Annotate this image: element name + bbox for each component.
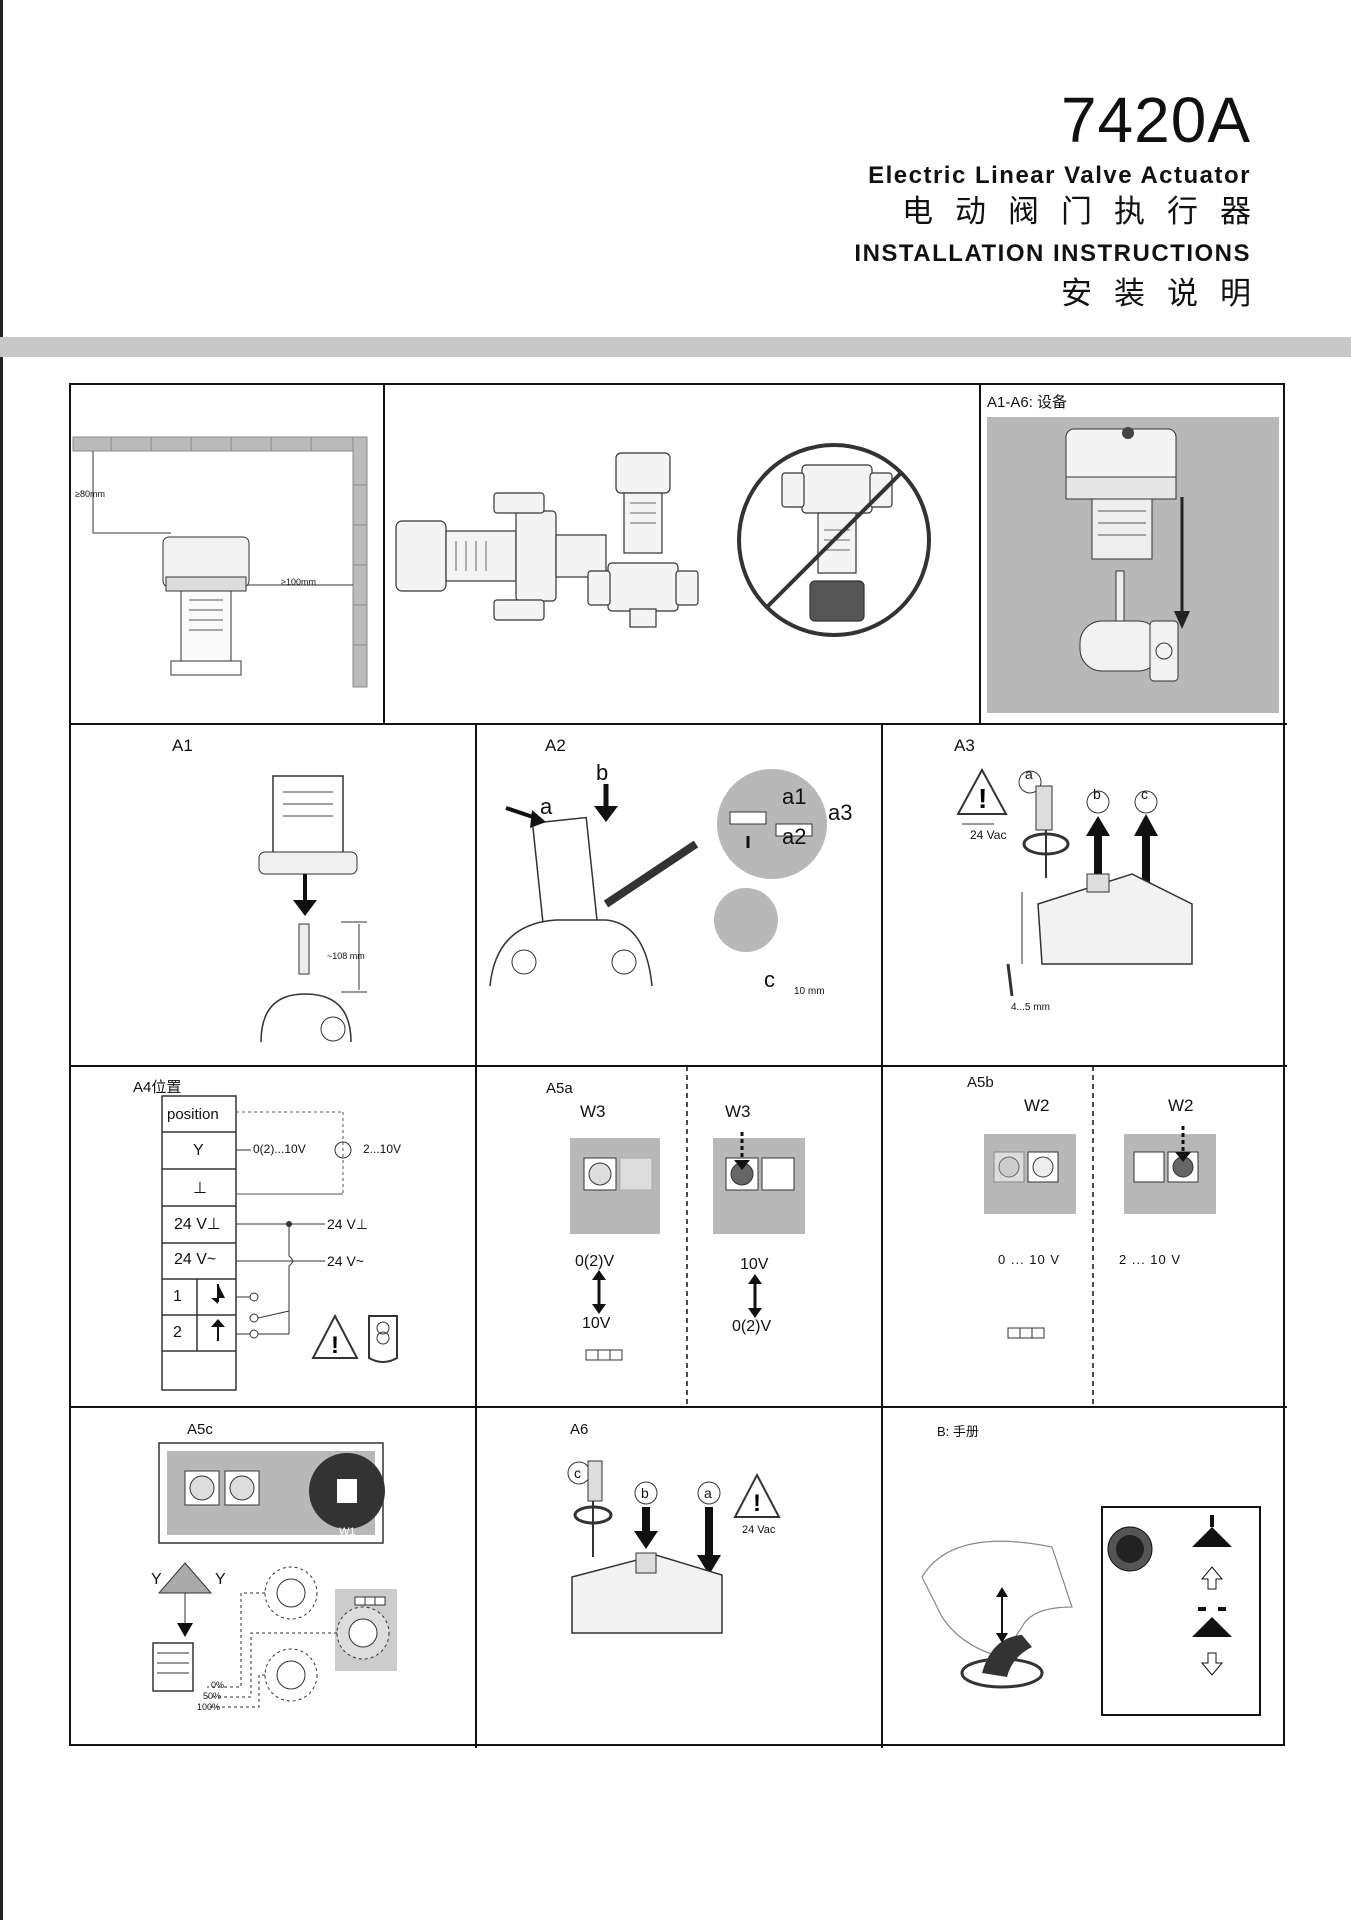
step-a6-label: A6 — [570, 1421, 589, 1438]
step-a5a-drawing — [570, 1132, 805, 1361]
step-a5a-panel: A5a W3 W3 0(2)V 10V 10V 0(2)V — [476, 1066, 882, 1407]
a5c-y-left: Y — [151, 1571, 162, 1588]
a5c-p50: 50% — [203, 1691, 222, 1701]
a5a-right-bottom: 0(2)V — [732, 1318, 772, 1335]
step-a3-b: b — [1093, 786, 1101, 802]
step-a6-b: b — [641, 1485, 649, 1501]
step-a1-label: A1 — [172, 736, 193, 755]
step-a3-label: A3 — [954, 736, 975, 755]
grid-lines — [71, 385, 1287, 1748]
step-a5b-label: A5b — [967, 1074, 994, 1091]
step-a1-drawing — [258, 775, 367, 1043]
step-a5b-panel: A5b W2 W2 0 ... 10 V 2 ... 10 V — [882, 1066, 1287, 1407]
step-a3-panel: A3 ! 24 Vac 4...5 mm a b c — [882, 724, 1287, 1066]
clearance-side-label: ≥100mm — [281, 577, 316, 587]
orientation-drawing — [395, 443, 931, 637]
warning-icon — [733, 1472, 781, 1518]
a4-row-1: 1 — [173, 1288, 182, 1305]
a4-row-position: position — [167, 1106, 219, 1123]
clearance-drawing — [72, 436, 368, 688]
manual-operation-drawing — [921, 1506, 1261, 1716]
clearance-top-label: ≥80mm — [75, 489, 105, 499]
step-a5a-label: A5a — [546, 1080, 573, 1097]
step-a5c-label: A5c — [187, 1421, 213, 1438]
step-a6-drawing: ! — [567, 1460, 781, 1634]
a5a-left-bottom: 10V — [582, 1315, 611, 1332]
a5a-left-top: 0(2)V — [575, 1253, 615, 1270]
step-a4-label: A4位置 — [133, 1079, 182, 1096]
header-divider-band — [0, 337, 1351, 357]
a4-row-2: 2 — [173, 1324, 182, 1341]
step-a3-a: a — [1025, 766, 1033, 782]
a4-out-24vac: 24 V~ — [327, 1253, 364, 1269]
a5b-left-range: 0 ... 10 V — [998, 1252, 1061, 1267]
step-a2-panel: A2 a b c a1 a2 a3 10 mm — [476, 724, 882, 1066]
a5c-y-right: Y — [215, 1571, 226, 1588]
step-a2-c: c — [764, 967, 775, 992]
step-a6-a: a — [704, 1485, 712, 1501]
a5a-right-title: W3 — [725, 1102, 751, 1121]
step-a4-panel: A4位置 — [71, 1066, 476, 1407]
gauge-icon — [334, 1141, 352, 1159]
step-a2-drawing — [489, 769, 827, 987]
step-a2-inset-a3: a3 — [828, 800, 853, 825]
manual-operation-label: B: 手册 — [937, 1424, 979, 1439]
a5a-left-title: W3 — [580, 1102, 606, 1121]
step-a5c-panel: A5c — [71, 1407, 476, 1748]
instruction-grid: ≥80mm ≥100mm — [69, 383, 1287, 1748]
step-a1-panel: A1 ~108 mm — [71, 724, 476, 1066]
a5b-left-title: W2 — [1024, 1096, 1050, 1115]
step-a2-inset-a1: a1 — [782, 784, 807, 809]
a5b-right-title: W2 — [1168, 1096, 1194, 1115]
a4-out-24vdc: 24 V⊥ — [327, 1216, 368, 1232]
step-a2-b: b — [596, 760, 609, 785]
a4-row-24vac: 24 V~ — [174, 1251, 217, 1268]
a5c-p100: 100% — [197, 1702, 221, 1712]
orientation-panel — [384, 385, 980, 724]
svg-text:!: ! — [753, 1490, 761, 1517]
warning-icon — [311, 1313, 359, 1359]
a5b-right-range: 2 ... 10 V — [1119, 1252, 1182, 1267]
svg-text:!: ! — [331, 1332, 339, 1359]
step-a3-drawing: ! — [956, 767, 1193, 997]
product-title-cn: 电动阀门执行器 — [902, 194, 1273, 230]
step-a1-dimension: ~108 mm — [327, 951, 365, 961]
step-a6-voltage: 24 Vac — [742, 1524, 776, 1536]
equipment-panel: A1-A6: 设备 — [980, 385, 1287, 724]
step-a3-voltage: 24 Vac — [970, 828, 1007, 842]
step-a2-wrench-size: 10 mm — [794, 986, 825, 997]
equipment-label: A1-A6: 设备 — [987, 394, 1068, 411]
warning-icon — [956, 767, 1008, 815]
document-header: 7420A Electric Linear Valve Actuator 电动阀… — [854, 88, 1251, 316]
a4-row-y: Y — [193, 1142, 204, 1159]
clearance-panel: ≥80mm ≥100mm — [71, 385, 384, 724]
a5c-switch: W1 — [339, 1526, 356, 1538]
svg-text:!: ! — [978, 783, 987, 814]
step-a6-c: c — [574, 1465, 581, 1481]
a5c-p0: 0% — [211, 1680, 225, 1690]
a4-signal-out: 2...10V — [363, 1142, 402, 1156]
equipment-photo — [987, 417, 1279, 713]
model-number: 7420A — [1060, 84, 1251, 156]
instructions-title-en: INSTALLATION INSTRUCTIONS — [854, 240, 1251, 267]
step-a2-a: a — [540, 794, 553, 819]
instructions-title-cn: 安装说明 — [1061, 276, 1273, 312]
a4-row-24vdc: 24 V⊥ — [174, 1216, 221, 1233]
step-a6-panel: A6 ! 24 Vac c b a — [476, 1407, 882, 1748]
a5a-right-top: 10V — [740, 1256, 769, 1273]
page-left-border — [0, 0, 3, 1920]
a4-signal-in: 0(2)...10V — [253, 1142, 306, 1156]
step-a3-c: c — [1141, 786, 1148, 802]
product-title-en: Electric Linear Valve Actuator — [868, 162, 1251, 189]
a4-row-ground: ⊥ — [193, 1180, 207, 1197]
manual-operation-panel: B: 手册 — [882, 1407, 1287, 1748]
step-a4-wiring: ! — [161, 1095, 398, 1391]
step-a5b-drawing — [984, 1126, 1216, 1339]
step-a5c-drawing — [152, 1442, 397, 1708]
step-a2-inset-a2: a2 — [782, 824, 807, 849]
step-a3-screwdriver: 4...5 mm — [1011, 1002, 1050, 1013]
step-a2-label: A2 — [545, 736, 566, 755]
